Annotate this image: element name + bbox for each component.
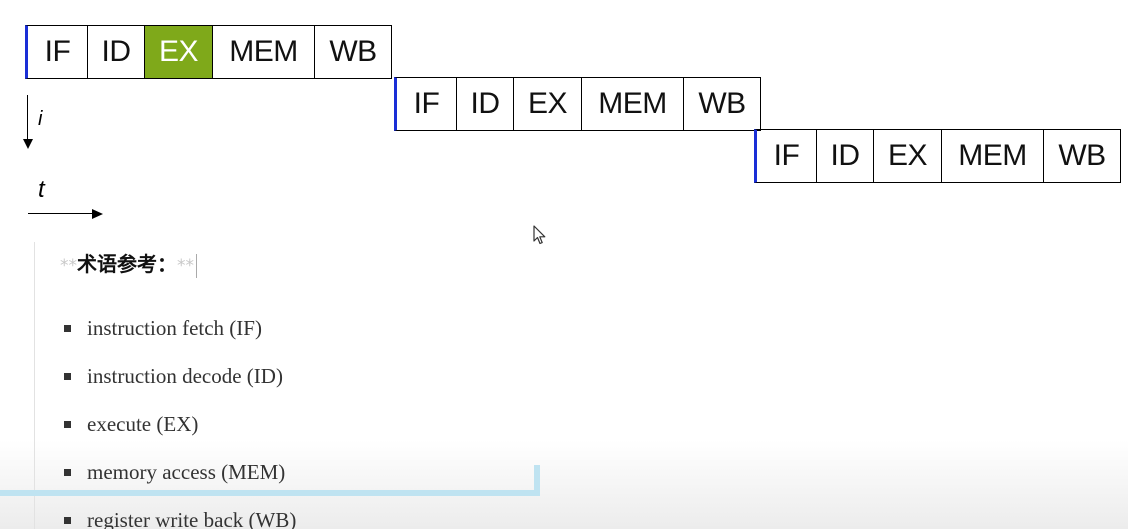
term-text: register write back (WB)	[87, 507, 297, 529]
stage-mem: MEM	[942, 130, 1044, 182]
list-item[interactable]: register write back (WB)	[64, 496, 296, 529]
stage-if: IF	[397, 78, 457, 130]
bullet-icon	[64, 372, 71, 380]
stage-id: ID	[817, 130, 874, 182]
time-axis-label: t	[38, 176, 45, 203]
time-axis-line	[28, 213, 92, 214]
stage-mem: MEM	[582, 78, 684, 130]
quote-rule	[34, 242, 35, 529]
bold-marker-close: **	[177, 256, 194, 276]
stage-id: ID	[88, 26, 145, 78]
term-text: memory access (MEM)	[87, 459, 286, 484]
pipeline-row-3: IF ID EX MEM WB	[754, 129, 1121, 183]
list-item[interactable]: instruction fetch (IF)	[64, 304, 296, 352]
bullet-icon	[64, 420, 71, 428]
list-item[interactable]: instruction decode (ID)	[64, 352, 296, 400]
pipeline-row-1: IF ID EX MEM WB	[25, 25, 392, 79]
bullet-icon	[64, 324, 71, 332]
stage-id: ID	[457, 78, 514, 130]
pipeline-row-2: IF ID EX MEM WB	[394, 77, 761, 131]
stage-mem: MEM	[213, 26, 315, 78]
selection-highlight-edge	[534, 465, 540, 496]
bottom-shade	[0, 440, 1128, 529]
stage-if: IF	[28, 26, 88, 78]
list-item[interactable]: memory access (MEM)	[64, 448, 296, 496]
bullet-icon	[64, 468, 71, 476]
text-caret	[196, 253, 197, 278]
stage-wb: WB	[1044, 130, 1121, 182]
instruction-axis-label: i	[38, 108, 43, 130]
term-text: instruction decode (ID)	[87, 363, 283, 388]
term-text: instruction fetch (IF)	[87, 315, 262, 340]
stage-ex: EX	[514, 78, 582, 130]
mouse-pointer-icon	[533, 225, 547, 250]
stage-wb: WB	[315, 26, 392, 78]
bold-marker-open: **	[60, 256, 77, 276]
bullet-icon	[64, 516, 71, 524]
terms-heading[interactable]: **术语参考：**	[60, 248, 197, 278]
stage-if: IF	[757, 130, 817, 182]
stage-ex-highlighted: EX	[145, 26, 213, 78]
term-text: execute (EX)	[87, 411, 199, 436]
list-item[interactable]: execute (EX)	[64, 400, 296, 448]
terms-list: instruction fetch (IF) instruction decod…	[64, 304, 296, 529]
stage-wb: WB	[684, 78, 761, 130]
instruction-axis-line	[27, 95, 28, 141]
selection-highlight	[0, 490, 540, 496]
right-arrow-icon	[92, 209, 103, 219]
down-arrow-icon	[23, 139, 33, 149]
stage-ex: EX	[874, 130, 942, 182]
terms-heading-text: 术语参考：	[77, 252, 177, 276]
